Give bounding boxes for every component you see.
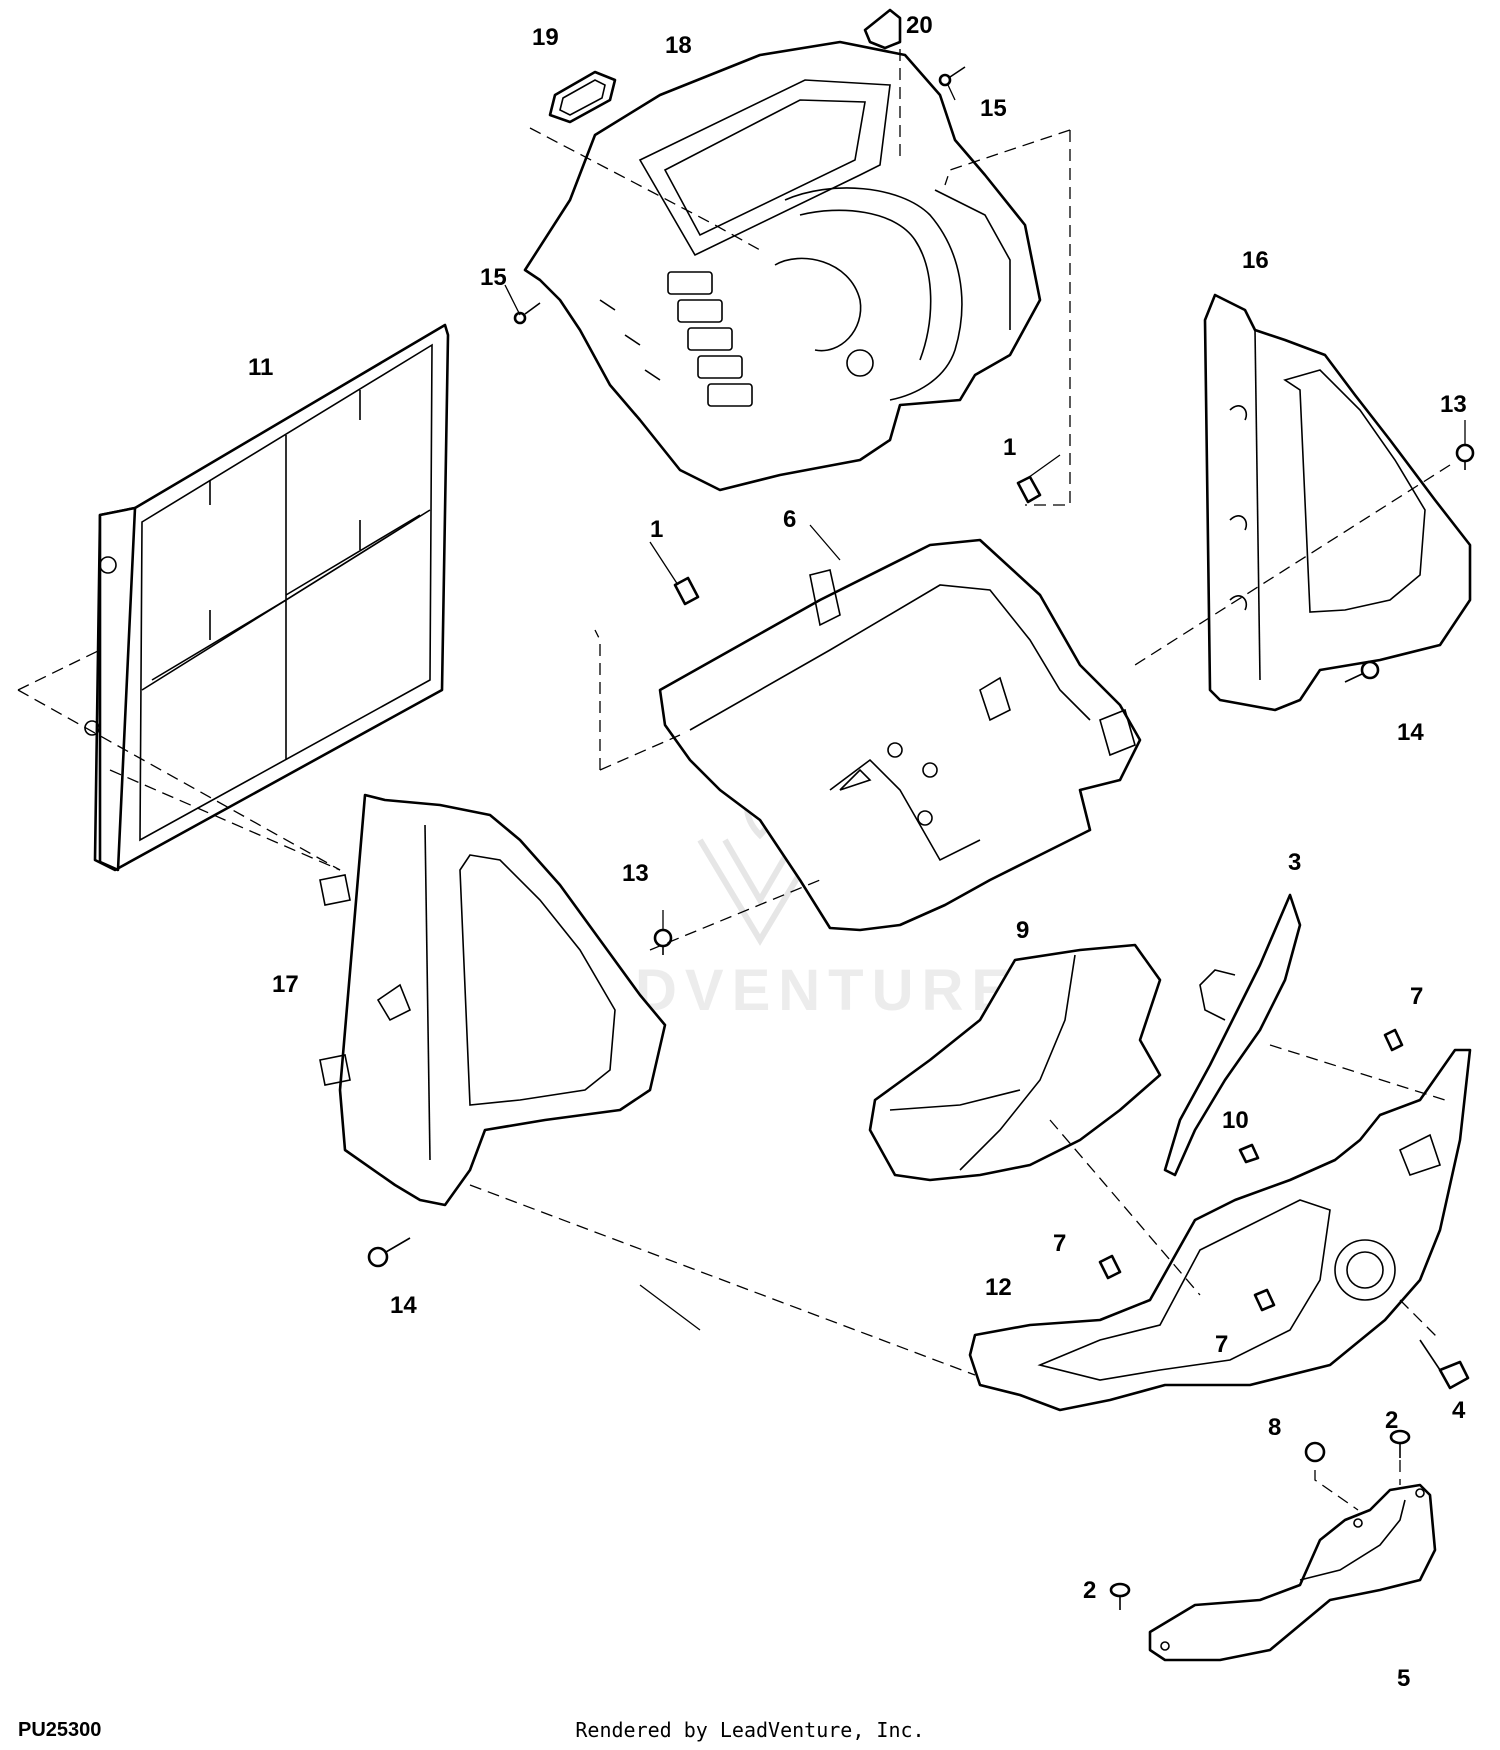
- callout-4: 4: [1452, 1397, 1466, 1424]
- part-16-right-side-panel: [1203, 293, 1472, 712]
- callout-14-left: 14: [390, 1292, 417, 1319]
- callout-11: 11: [248, 354, 273, 381]
- callout-labels: 1 1 2 2 3 4 5 6 7 7 7 8 9 10 11 12 13 13…: [248, 12, 1467, 1692]
- part-20-clip: [863, 8, 902, 50]
- callout-17: 17: [272, 971, 299, 998]
- part-14-bolt-right: [1344, 660, 1380, 683]
- callout-3: 3: [1288, 849, 1301, 876]
- figure-code: PU25300: [18, 1719, 102, 1741]
- callout-8: 8: [1268, 1414, 1281, 1441]
- part-9-knee-pad: [868, 943, 1162, 1182]
- callout-9: 9: [1016, 917, 1029, 944]
- part-3-bracket: [1163, 893, 1302, 1177]
- callout-18: 18: [665, 32, 692, 59]
- part-2-pin-top: [1389, 1429, 1411, 1458]
- callout-7-right: 7: [1410, 983, 1423, 1010]
- part-4-bolt: [1419, 1339, 1470, 1390]
- callout-16: 16: [1242, 247, 1269, 274]
- callout-20: 20: [906, 12, 933, 39]
- callout-15-left: 15: [480, 264, 507, 291]
- callout-6: 6: [783, 506, 796, 533]
- callout-7-middle: 7: [1053, 1230, 1066, 1257]
- part-7-clip-b: [1098, 1254, 1122, 1280]
- part-7-clip-a: [1383, 1028, 1404, 1052]
- part-13-fastener-left: [653, 928, 673, 955]
- hardware: [367, 8, 1475, 1610]
- callout-2-bottom: 2: [1083, 1577, 1096, 1604]
- part-14-bolt-left: [367, 1237, 411, 1268]
- part-18-dash-console: [523, 40, 1042, 492]
- part-17-left-side-panel: [319, 793, 667, 1207]
- callout-1-right: 1: [1003, 434, 1016, 461]
- part-11-side-panel-grid: [84, 323, 450, 872]
- part-19-trim-ring: [548, 70, 617, 124]
- switch-bank: [667, 271, 753, 407]
- part-1-clip-right: [1016, 475, 1042, 504]
- callout-15-top: 15: [980, 95, 1007, 122]
- part-6-lower-dash-panel: [658, 538, 1142, 932]
- callout-7-bottom: 7: [1215, 1331, 1228, 1358]
- callout-5: 5: [1397, 1665, 1410, 1692]
- callout-1-left: 1: [650, 516, 663, 543]
- leader-lines: [17, 30, 1466, 1511]
- part-15-screw-top: [938, 66, 966, 87]
- callout-13-left: 13: [622, 860, 649, 887]
- callout-12: 12: [985, 1274, 1012, 1301]
- part-1-clip-left: [673, 576, 700, 606]
- part-10-clip: [1238, 1143, 1260, 1164]
- part-5-cover: [1148, 1483, 1437, 1662]
- part-7-clip-c: [1253, 1288, 1276, 1312]
- callout-14-right: 14: [1397, 719, 1424, 746]
- callout-2-top: 2: [1385, 1407, 1398, 1434]
- callout-10: 10: [1222, 1107, 1249, 1134]
- render-credit: Rendered by LeadVenture, Inc.: [575, 1718, 925, 1742]
- callout-13-right: 13: [1440, 391, 1467, 418]
- callout-19: 19: [532, 24, 559, 51]
- part-2-pin-bottom: [1109, 1582, 1131, 1610]
- part-13-fastener-right: [1455, 443, 1475, 470]
- part-8-nut: [1304, 1441, 1326, 1463]
- part-12-floor-panel: [968, 1048, 1472, 1412]
- part-15-screw-left: [513, 302, 541, 325]
